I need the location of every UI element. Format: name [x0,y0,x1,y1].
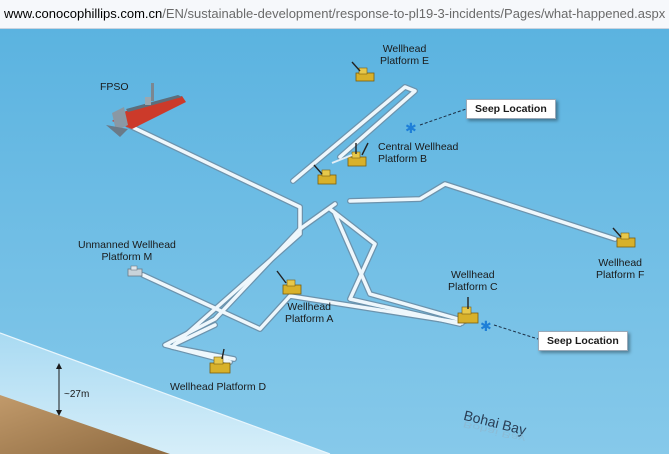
platform-m-label-line1: Unmanned Wellhead [78,239,176,251]
depth-label: ~27m [64,389,90,400]
seep-leader-top [419,108,467,126]
seep-leader-bottom [493,324,539,340]
platform-c-label-line2: Platform C [448,281,498,293]
seep-location-top: Seep Location [466,99,556,119]
platform-b-label: Central Wellhead Platform B [378,141,458,165]
platform-f-icon [612,227,636,248]
platform-e-label-line2: Platform E [380,55,430,67]
fpso-label: FPSO [100,81,129,93]
fpso-icon [106,83,186,137]
platform-a-label-line1: Wellhead [287,301,332,313]
platform-f-label-line2: Platform F [596,269,645,281]
platform-e-label-line1: Wellhead [382,43,427,55]
platform-f-label-line1: Wellhead [598,257,643,269]
platform-f-label: Wellhead Platform F [596,257,644,281]
seep-marker-bottom-icon: ✱ [480,319,492,335]
platform-a-label: Wellhead Platform A [285,301,333,325]
depth-arrow-icon [56,363,62,416]
platform-e-icon [351,61,375,82]
platform-a-label-line2: Platform A [285,313,334,325]
pipelines [125,84,618,365]
url-host: www.conocophillips.com.cn [4,6,163,21]
platform-c-icon [457,297,479,324]
svg-text:✱: ✱ [405,121,417,137]
url-text[interactable]: www.conocophillips.com.cn/EN/sustainable… [4,6,665,21]
address-bar[interactable]: www.conocophillips.com.cn/EN/sustainable… [0,0,669,29]
url-path: /EN/sustainable-development/response-to-… [162,6,666,21]
platform-b-icon [313,142,369,185]
svg-text:✱: ✱ [480,319,492,335]
platform-a-icon [276,270,302,295]
pipeline-diagram: ✱ ✱ FPSO Wellhead Platform E Central Wel… [0,29,669,454]
seep-marker-top-icon: ✱ [405,121,417,137]
platform-c-label-line1: Wellhead [451,269,495,281]
platform-m-icon [127,265,143,277]
platform-m-label-line2: Platform M [101,251,153,263]
platform-d-icon [209,348,231,374]
platform-b-label-line1: Central Wellhead [378,141,459,153]
platform-b-label-line2: Platform B [378,153,428,165]
diagram-canvas: ✱ ✱ [0,29,669,454]
seep-location-bottom: Seep Location [538,331,628,351]
surface-edge [0,332,331,454]
platform-e-label: Wellhead Platform E [380,43,429,67]
platform-d-label: Wellhead Platform D [170,381,267,393]
seabed [0,395,170,454]
platform-c-label: Wellhead Platform C [448,269,498,293]
platform-m-label: Unmanned Wellhead Platform M [78,239,176,263]
